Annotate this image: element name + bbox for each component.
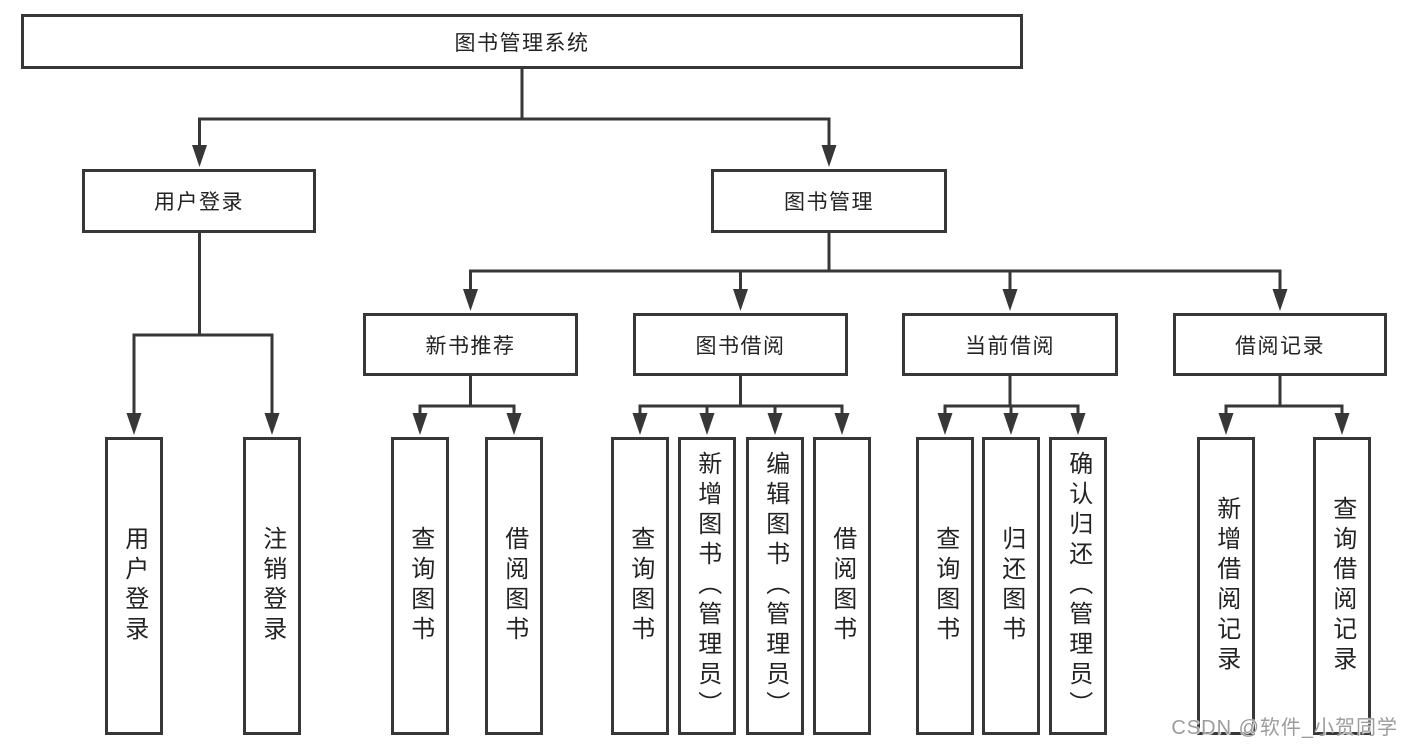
leaf-label: 用户登录 [120, 526, 148, 646]
leaf-label: 查询借阅记录 [1328, 496, 1356, 676]
node-new-book-recommendation: 新书推荐 [363, 313, 578, 376]
leaf-search-books-current: 查询图书 [916, 437, 974, 735]
leaf-return-books: 归还图书 [982, 437, 1040, 735]
leaf-borrow-books-recommend: 借阅图书 [485, 437, 543, 735]
node-current-borrowing: 当前借阅 [902, 313, 1118, 376]
node-borrowing-records: 借阅记录 [1173, 313, 1387, 376]
leaf-label: 查询图书 [931, 526, 959, 646]
leaf-label: 借阅图书 [828, 526, 856, 646]
leaf-add-book-admin: 新增图书（管理员） [678, 437, 736, 735]
node-book-management: 图书管理 [711, 169, 947, 233]
leaf-label: 确认归还（管理员） [1064, 451, 1092, 721]
leaf-label: 查询图书 [626, 526, 654, 646]
node-user-login: 用户登录 [82, 169, 316, 233]
leaf-label: 查询图书 [406, 526, 434, 646]
leaf-user-login: 用户登录 [105, 437, 163, 735]
leaf-label: 新增借阅记录 [1212, 496, 1240, 676]
node-book-borrowing: 图书借阅 [633, 313, 848, 376]
leaf-label: 新增图书（管理员） [693, 451, 721, 721]
leaf-label: 借阅图书 [500, 526, 528, 646]
leaf-logout: 注销登录 [243, 437, 301, 735]
leaf-borrow-books-borrowing: 借阅图书 [813, 437, 871, 735]
node-library-management-system: 图书管理系统 [21, 14, 1023, 69]
leaf-add-borrow-record: 新增借阅记录 [1197, 437, 1255, 735]
leaf-confirm-return-admin: 确认归还（管理员） [1049, 437, 1107, 735]
leaf-label: 注销登录 [258, 526, 286, 646]
leaf-label: 编辑图书（管理员） [761, 451, 789, 721]
leaf-label: 归还图书 [997, 526, 1025, 646]
leaf-edit-book-admin: 编辑图书（管理员） [746, 437, 804, 735]
leaf-search-books-recommend: 查询图书 [391, 437, 449, 735]
leaf-search-books-borrowing: 查询图书 [611, 437, 669, 735]
leaf-search-borrow-record: 查询借阅记录 [1313, 437, 1371, 735]
csdn-watermark: CSDN @软件_小贺同学 [1171, 717, 1398, 739]
